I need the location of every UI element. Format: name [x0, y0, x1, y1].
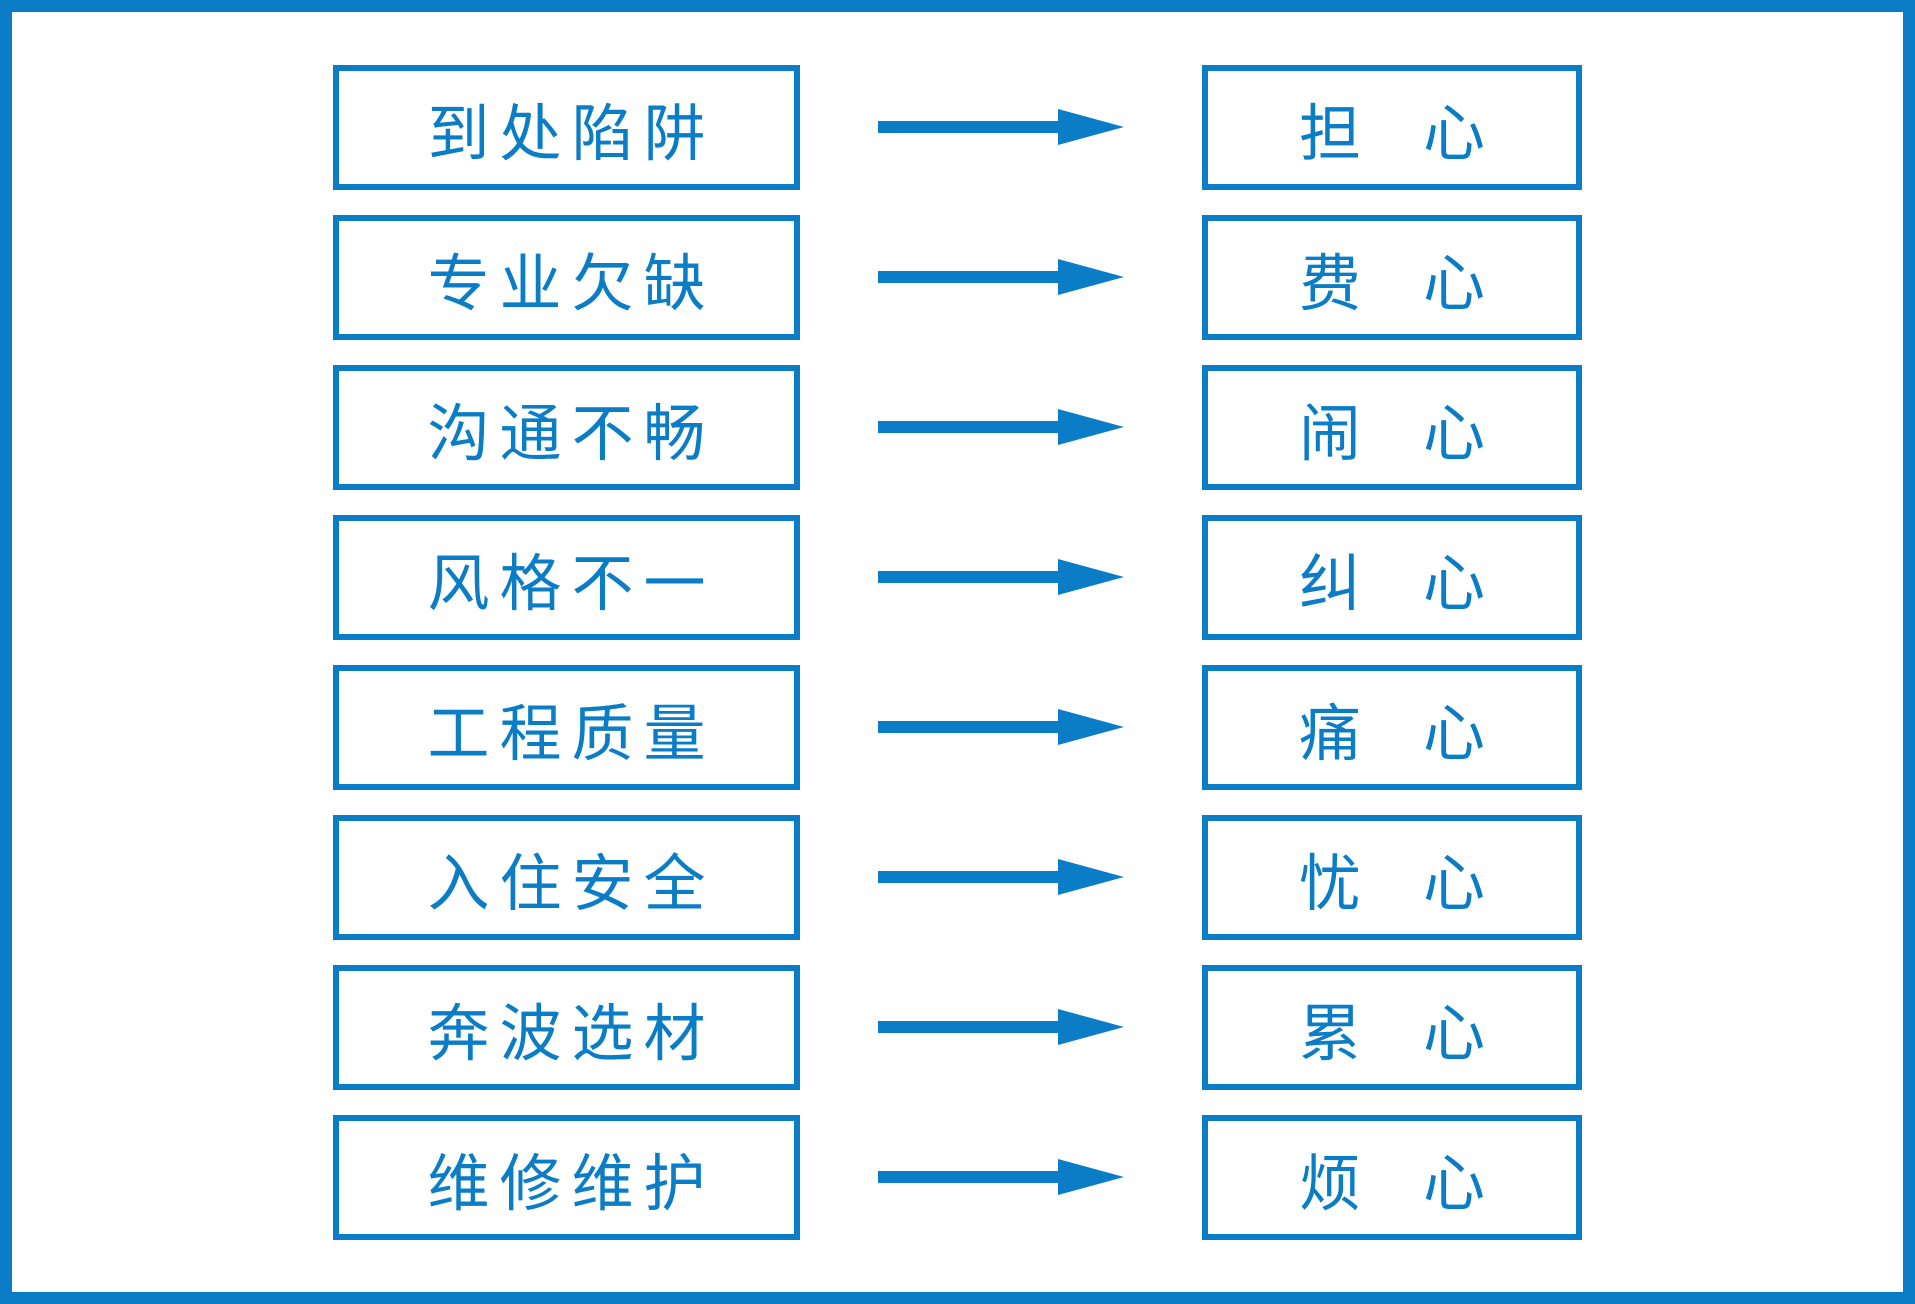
effect-box: 痛心	[1202, 665, 1582, 790]
effect-char: 忧	[1298, 846, 1361, 920]
cause-box: 风格不一	[333, 515, 800, 640]
cause-box: 工程质量	[333, 665, 800, 790]
list-row: 风格不一 纠心	[0, 515, 1915, 640]
cause-label: 沟通不畅	[427, 396, 716, 470]
effect-suffix: 心	[1423, 1146, 1486, 1220]
cause-box: 维修维护	[333, 1115, 800, 1240]
effect-box: 累心	[1202, 965, 1582, 1090]
effect-box: 忧心	[1202, 815, 1582, 940]
arrow-right-icon	[878, 559, 1124, 595]
list-row: 入住安全 忧心	[0, 815, 1915, 940]
effect-box: 烦心	[1202, 1115, 1582, 1240]
arrow-right-icon	[878, 1009, 1124, 1045]
effect-char: 痛	[1298, 696, 1361, 770]
effect-char: 担	[1298, 96, 1361, 170]
cause-box: 沟通不畅	[333, 365, 800, 490]
effect-char: 累	[1298, 996, 1361, 1070]
cause-label: 专业欠缺	[427, 246, 716, 320]
effect-suffix: 心	[1423, 246, 1486, 320]
list-row: 专业欠缺 费心	[0, 215, 1915, 340]
cause-label: 维修维护	[427, 1146, 716, 1220]
cause-box: 入住安全	[333, 815, 800, 940]
arrow-right-icon	[878, 259, 1124, 295]
cause-label: 风格不一	[427, 546, 716, 620]
effect-box: 费心	[1202, 215, 1582, 340]
cause-label: 入住安全	[427, 846, 716, 920]
arrow-right-icon	[878, 109, 1124, 145]
list-row: 奔波选材 累心	[0, 965, 1915, 1090]
effect-suffix: 心	[1423, 996, 1486, 1070]
effect-suffix: 心	[1423, 396, 1486, 470]
cause-box: 到处陷阱	[333, 65, 800, 190]
list-row: 维修维护 烦心	[0, 1115, 1915, 1240]
cause-box: 奔波选材	[333, 965, 800, 1090]
effect-suffix: 心	[1423, 846, 1486, 920]
list-row: 到处陷阱 担心	[0, 65, 1915, 190]
effect-char: 费	[1298, 246, 1361, 320]
effect-char: 闹	[1298, 396, 1361, 470]
arrow-right-icon	[878, 1159, 1124, 1195]
arrow-right-icon	[878, 709, 1124, 745]
effect-box: 纠心	[1202, 515, 1582, 640]
effect-suffix: 心	[1423, 96, 1486, 170]
arrow-right-icon	[878, 859, 1124, 895]
cause-label: 工程质量	[427, 696, 716, 770]
arrow-right-icon	[878, 409, 1124, 445]
list-row: 沟通不畅 闹心	[0, 365, 1915, 490]
effect-suffix: 心	[1423, 696, 1486, 770]
effect-box: 闹心	[1202, 365, 1582, 490]
effect-box: 担心	[1202, 65, 1582, 190]
effect-suffix: 心	[1423, 546, 1486, 620]
list-row: 工程质量 痛心	[0, 665, 1915, 790]
effect-char: 纠	[1298, 546, 1361, 620]
effect-char: 烦	[1298, 1146, 1361, 1220]
cause-label: 到处陷阱	[427, 96, 716, 170]
cause-label: 奔波选材	[427, 996, 716, 1070]
cause-box: 专业欠缺	[333, 215, 800, 340]
